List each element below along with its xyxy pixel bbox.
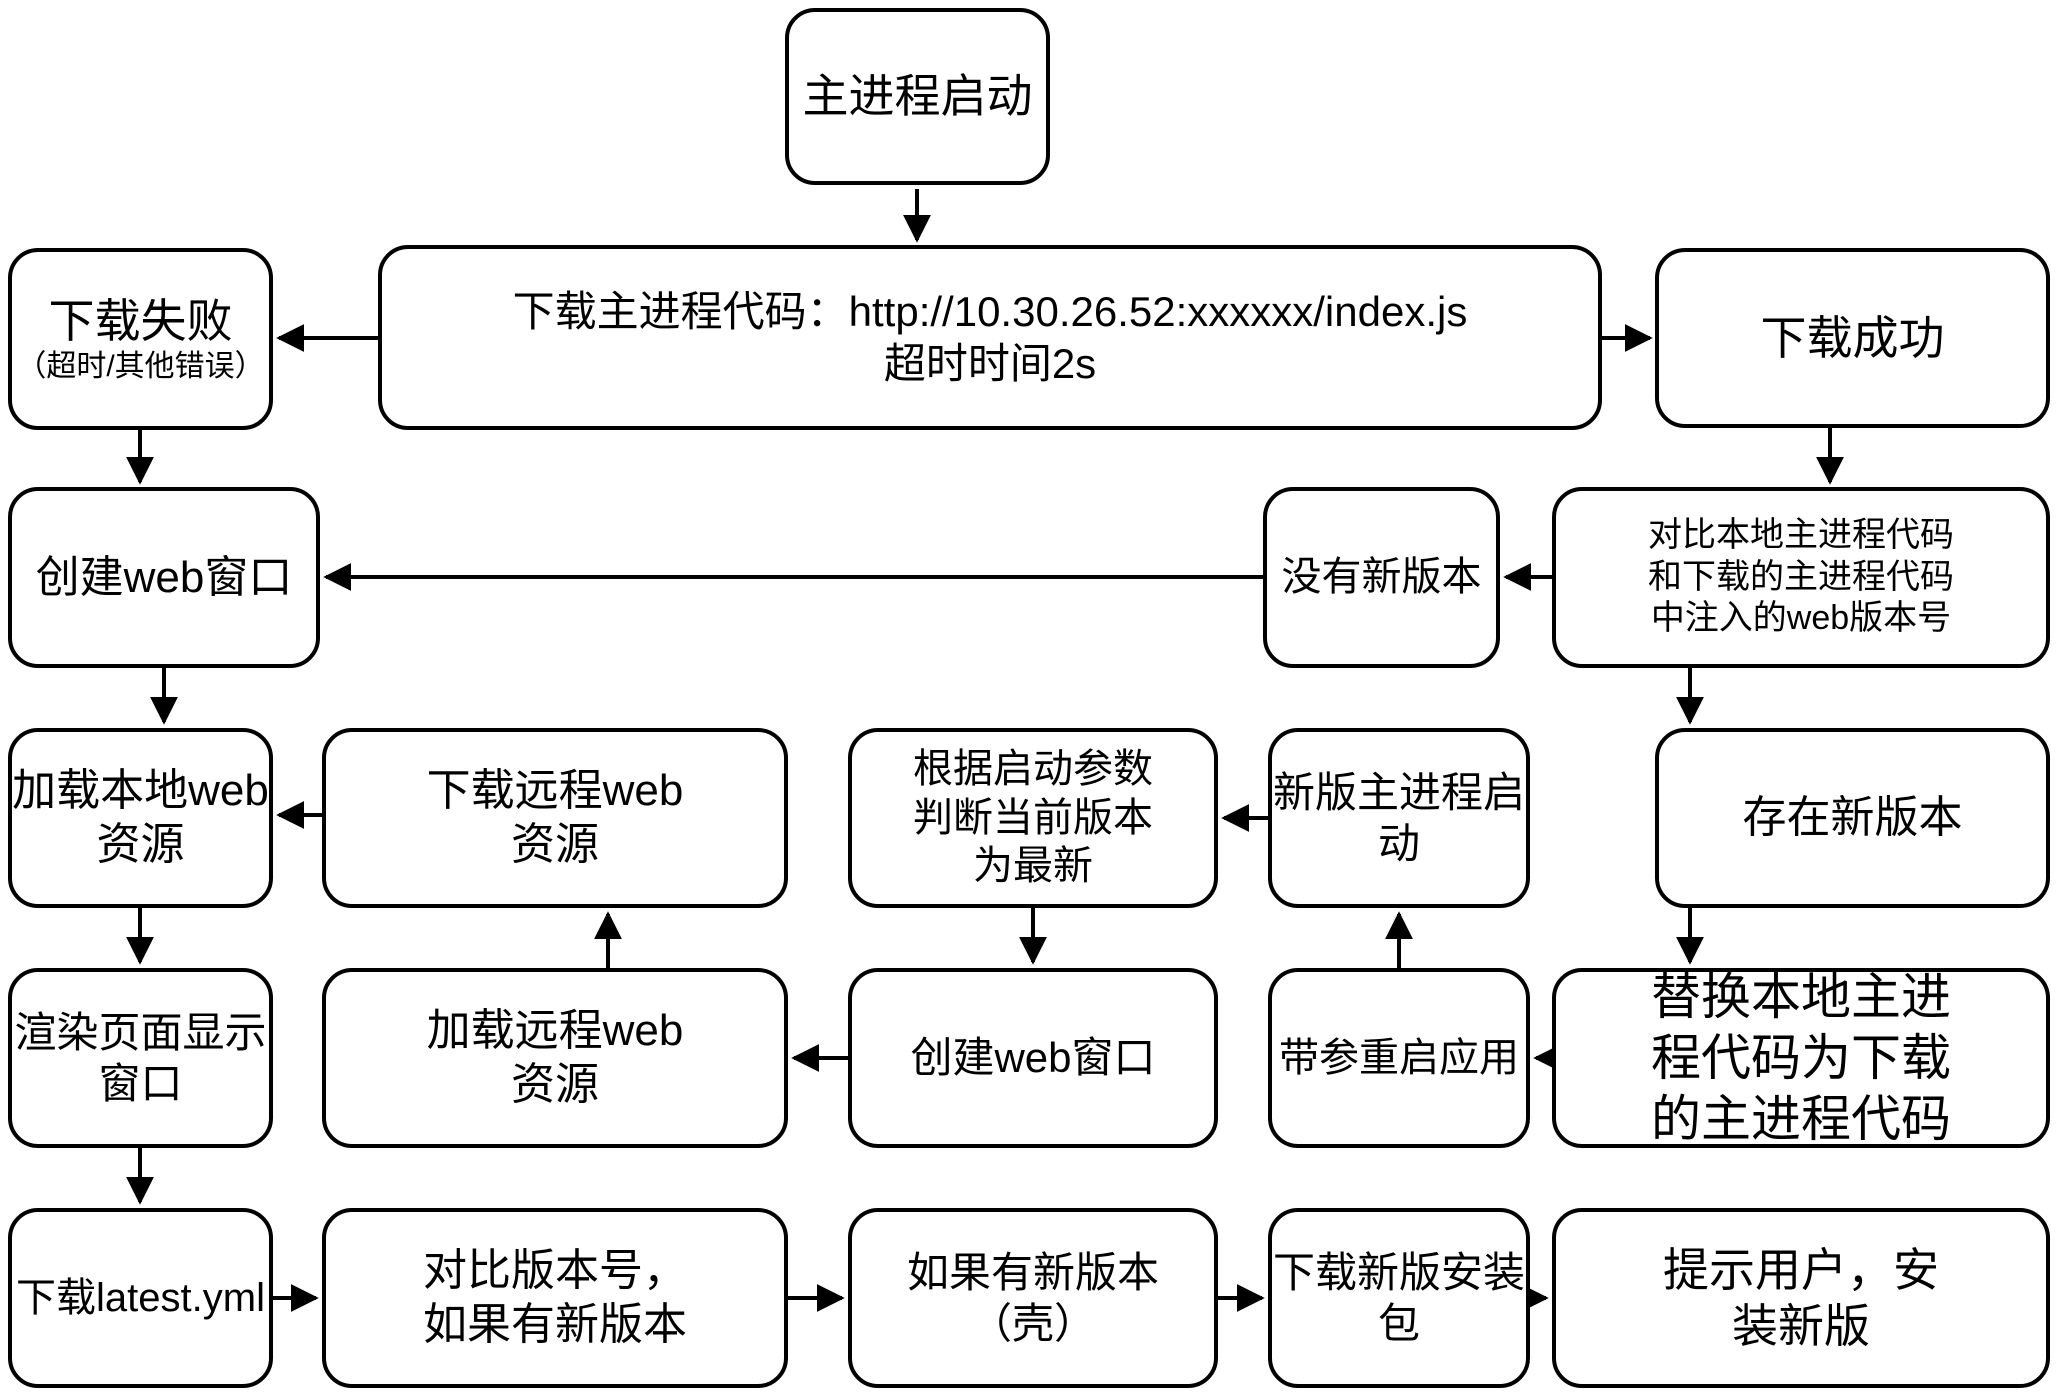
node-label: 下载新版安装 包: [1272, 1248, 1525, 1347]
node-load-local-web: 加载本地web 资源: [8, 728, 273, 908]
node-label: 如果有新版本 （壳）: [906, 1248, 1159, 1347]
node-label: 主进程启动: [802, 70, 1033, 123]
node-label: 新版主进程启 动: [1272, 768, 1525, 867]
node-label: 下载失败: [48, 294, 233, 347]
node-if-new-version-shell: 如果有新版本 （壳）: [848, 1208, 1218, 1388]
node-has-new-version: 存在新版本: [1655, 728, 2050, 908]
node-judge-latest: 根据启动参数 判断当前版本 为最新: [848, 728, 1218, 908]
node-label: 对比版本号， 如果有新版本: [423, 1246, 687, 1349]
node-label: 对比本地主进程代码 和下载的主进程代码 中注入的web版本号: [1648, 516, 1954, 638]
node-label: 根据启动参数 判断当前版本 为最新: [913, 746, 1153, 889]
node-new-main-start: 新版主进程启 动: [1268, 728, 1530, 908]
node-label: 渲染页面显示 窗口: [14, 1008, 267, 1107]
node-label: 下载主进程代码：http://10.30.26.52:xxxxxx/index.…: [512, 288, 1468, 387]
node-label: 下载成功: [1760, 311, 1945, 364]
node-no-new-version: 没有新版本: [1263, 487, 1500, 668]
node-label: 加载远程web 资源: [426, 1006, 684, 1109]
node-download-code: 下载主进程代码：http://10.30.26.52:xxxxxx/index.…: [378, 245, 1602, 430]
node-label: 创建web窗口: [35, 552, 293, 602]
node-label: 提示用户，安 装新版: [1663, 1243, 1939, 1352]
node-create-web-window: 创建web窗口: [8, 487, 320, 668]
node-label: 创建web窗口: [910, 1034, 1156, 1082]
node-compare-version-number: 对比版本号， 如果有新版本: [322, 1208, 788, 1388]
node-download-latest-yml: 下载latest.yml: [8, 1208, 273, 1388]
node-restart-with-args: 带参重启应用: [1268, 968, 1530, 1148]
node-create-web-window-2: 创建web窗口: [848, 968, 1218, 1148]
node-render-page: 渲染页面显示 窗口: [8, 968, 273, 1148]
node-label: 下载远程web 资源: [426, 766, 684, 869]
node-label: 加载本地web 资源: [12, 766, 269, 869]
node-download-failed: 下载失败（超时/其他错误）: [8, 248, 273, 430]
node-download-new-installer: 下载新版安装 包: [1268, 1208, 1530, 1388]
node-prompt-user-install: 提示用户，安 装新版: [1552, 1208, 2050, 1388]
node-sublabel: （超时/其他错误）: [16, 350, 265, 384]
node-label: 带参重启应用: [1279, 1035, 1519, 1080]
node-replace-local-code: 替换本地主进 程代码为下载 的主进程代码: [1552, 968, 2050, 1148]
node-label: 存在新版本: [1742, 793, 1963, 843]
node-compare-version: 对比本地主进程代码 和下载的主进程代码 中注入的web版本号: [1552, 487, 2050, 668]
node-label: 替换本地主进 程代码为下载 的主进程代码: [1651, 968, 1951, 1147]
node-download-remote-web: 下载远程web 资源: [322, 728, 788, 908]
node-label: 下载latest.yml: [16, 1275, 265, 1320]
node-download-success: 下载成功: [1655, 248, 2050, 428]
node-label: 没有新版本: [1281, 555, 1482, 600]
node-load-remote-web: 加载远程web 资源: [322, 968, 788, 1148]
node-start: 主进程启动: [785, 8, 1050, 185]
